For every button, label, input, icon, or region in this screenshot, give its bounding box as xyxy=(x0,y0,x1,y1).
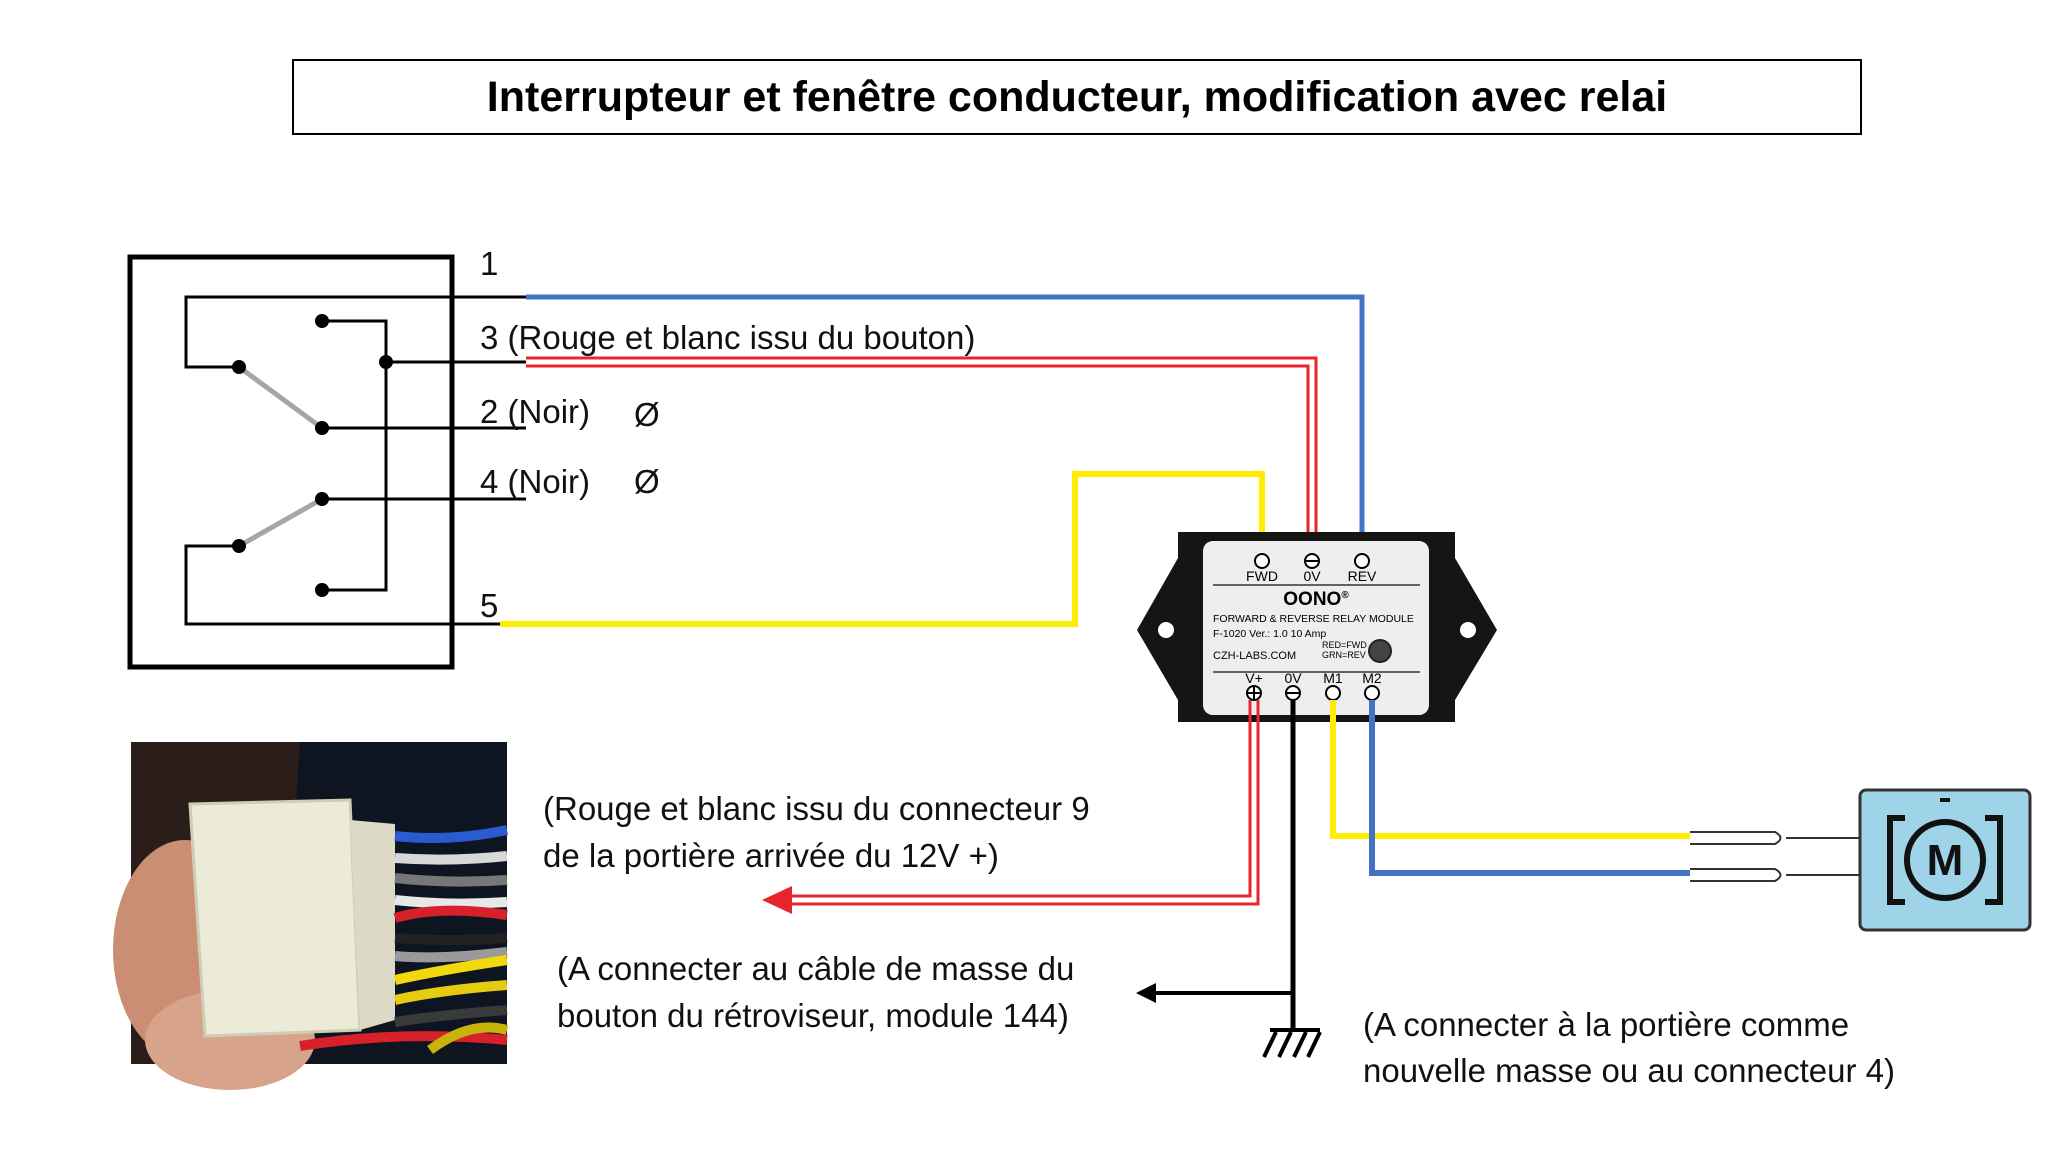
relay-status-led xyxy=(1368,639,1392,663)
title-box: Interrupteur et fenêtre conducteur, modi… xyxy=(292,59,1862,135)
pin-2-unused-symbol: Ø xyxy=(634,396,660,433)
door-note-line1: (A connecter à la portière comme xyxy=(1363,1006,1850,1043)
relay-terminal-0v-bottom: 0V xyxy=(1284,670,1302,686)
ground-note-line2: bouton du rétroviseur, module 144) xyxy=(557,997,1069,1034)
door-note-line2: nouvelle masse ou au connecteur 4) xyxy=(1363,1052,1895,1089)
switch-contacts xyxy=(237,364,324,549)
ground-note-line1: (A connecter au câble de masse du xyxy=(557,950,1075,987)
pin-3-label: 3 (Rouge et blanc issu du bouton) xyxy=(480,319,976,356)
relay-brand: OONO® xyxy=(1283,589,1349,610)
switch-internal-wiring xyxy=(184,295,526,626)
relay-model-text: FORWARD & REVERSE RELAY MODULE xyxy=(1213,613,1414,625)
ground-arrow-icon xyxy=(1136,983,1156,1003)
pin-5-label: 5 xyxy=(480,587,499,624)
relay-terminal-rev: REV xyxy=(1348,568,1377,584)
switch-box xyxy=(127,254,455,670)
relay-led-legend-red: RED=FWD xyxy=(1322,640,1367,650)
switch-terminals xyxy=(232,314,393,597)
connector-photo xyxy=(113,742,509,1090)
relay-terminal-m2: M2 xyxy=(1362,670,1382,686)
blue-wire-m2 xyxy=(1369,700,1690,876)
relay-website-text: CZH-LABS.COM xyxy=(1213,650,1296,662)
relay-module: FWD 0V REV OONO® FORWARD & REVERSE RELAY… xyxy=(1137,532,1497,722)
pin-4-label: 4 (Noir) xyxy=(480,463,591,500)
relay-terminal-m1: M1 xyxy=(1323,670,1343,686)
relay-version-text: F-1020 Ver.: 1.0 10 Amp xyxy=(1213,628,1326,640)
motor-connector-icon xyxy=(1690,831,1860,882)
supply-arrow-icon xyxy=(762,886,792,914)
relay-terminal-vplus: V+ xyxy=(1245,670,1263,686)
yellow-wire-m1 xyxy=(1330,700,1690,839)
pin-1-label: 1 xyxy=(480,245,499,282)
relay-terminal-0v-top: 0V xyxy=(1303,568,1321,584)
yellow-wire-pin5 xyxy=(500,471,1265,627)
motor-icon: M xyxy=(1858,788,2032,932)
blue-wire-pin1 xyxy=(526,294,1365,555)
pin-2-label: 2 (Noir) xyxy=(480,393,591,430)
relay-terminal-fwd: FWD xyxy=(1246,568,1278,584)
supply-note-line2: de la portière arrivée du 12V +) xyxy=(543,837,999,874)
page-title: Interrupteur et fenêtre conducteur, modi… xyxy=(486,72,1668,121)
motor-label: M xyxy=(1927,836,1964,885)
relay-led-legend-green: GRN=REV xyxy=(1322,650,1366,660)
ground-symbol-icon xyxy=(1262,1028,1322,1058)
supply-note-line1: (Rouge et blanc issu du connecteur 9 xyxy=(543,790,1090,827)
red-wire-supply xyxy=(788,700,1260,906)
red-wire-pin3 xyxy=(526,356,1318,555)
pin-4-unused-symbol: Ø xyxy=(634,463,660,500)
